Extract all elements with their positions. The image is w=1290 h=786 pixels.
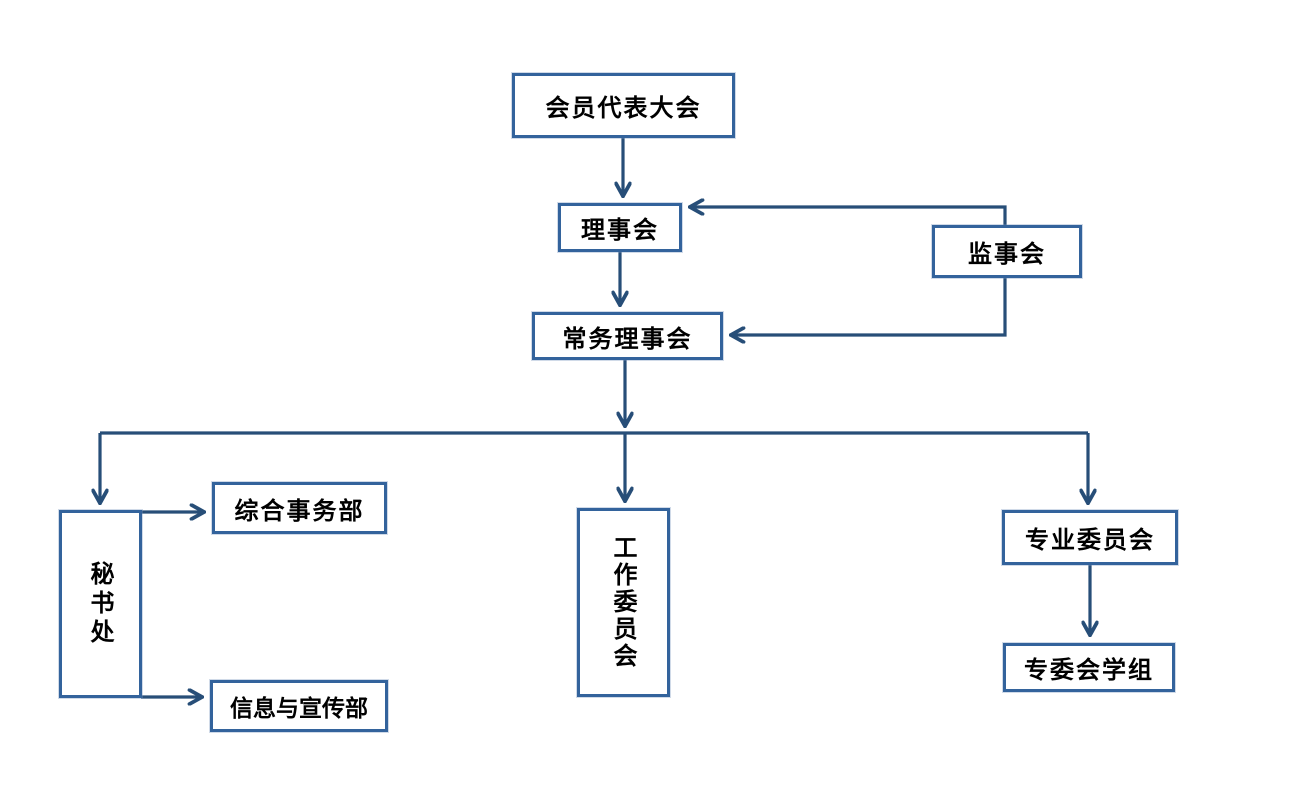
node-info-publicity-dept: 信息与宣传部 xyxy=(210,680,388,732)
node-professional-committee: 专业委员会 xyxy=(1002,510,1178,565)
node-supervisory-board: 监事会 xyxy=(932,225,1082,278)
node-secretariat: 秘书处 xyxy=(59,510,142,698)
node-working-committee: 工作委员会 xyxy=(577,508,670,697)
node-general-assembly: 会员代表大会 xyxy=(512,73,735,138)
node-standing-council: 常务理事会 xyxy=(532,312,723,360)
node-general-affairs-dept: 综合事务部 xyxy=(212,482,387,534)
node-committee-study-group: 专委会学组 xyxy=(1003,643,1175,692)
node-council: 理事会 xyxy=(558,203,682,252)
